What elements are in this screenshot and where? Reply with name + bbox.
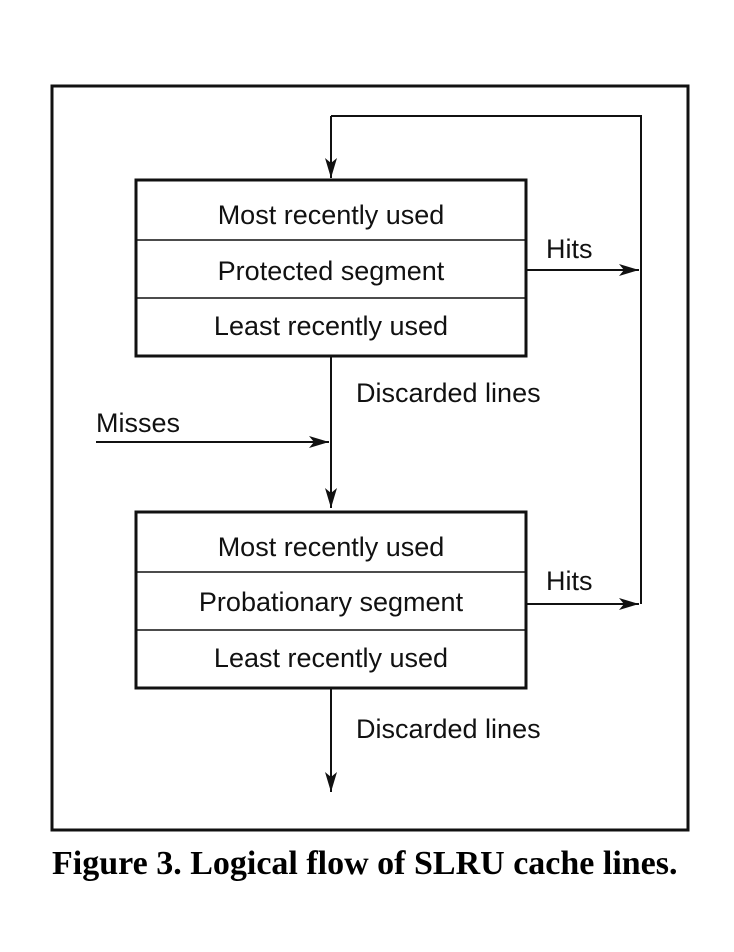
- hits-protected-label: Hits: [546, 234, 593, 264]
- loop-line: [331, 115, 642, 604]
- probationary-lru-label: Least recently used: [214, 643, 448, 673]
- hits-feedback-loop: [325, 115, 642, 610]
- protected-mru-label: Most recently used: [218, 200, 445, 230]
- probationary-mru-label: Most recently used: [218, 532, 445, 562]
- probationary-segment-box: Most recently used Probationary segment …: [134, 510, 528, 690]
- misses-label: Misses: [96, 408, 180, 438]
- discarded-protected-label: Discarded lines: [356, 378, 541, 408]
- figure-caption: Figure 3. Logical flow of SLRU cache lin…: [52, 845, 678, 882]
- discarded-probationary-label: Discarded lines: [356, 714, 541, 744]
- figure-frame: [50, 84, 690, 832]
- protected-segment-box: Most recently used Protected segment Lea…: [134, 178, 528, 358]
- hits-probationary-label: Hits: [546, 566, 593, 596]
- protected-segment-label: Protected segment: [218, 256, 445, 286]
- protected-lru-label: Least recently used: [214, 311, 448, 341]
- probationary-segment-label: Probationary segment: [199, 587, 464, 617]
